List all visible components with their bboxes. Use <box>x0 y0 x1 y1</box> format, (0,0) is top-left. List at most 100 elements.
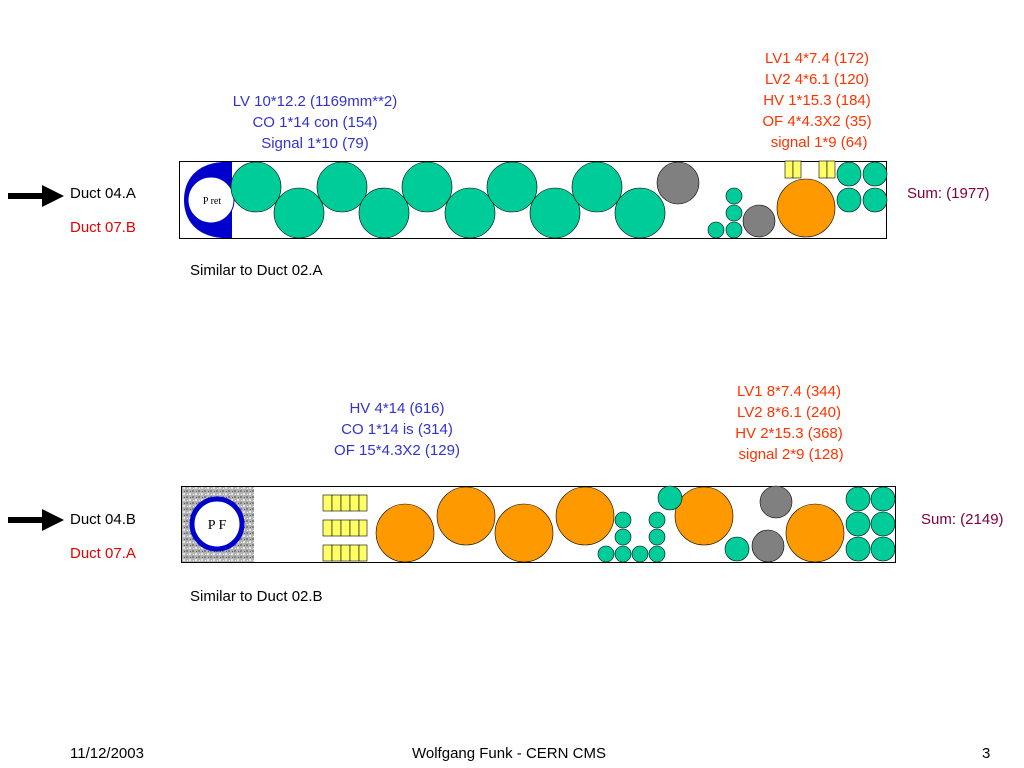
sum-label: Sum: (2149) <box>921 511 1004 528</box>
pipe-label: P ret <box>203 196 221 207</box>
arrow-icon <box>8 509 64 531</box>
spec-line: HV 4*14 (616) <box>349 400 445 417</box>
signal-cable <box>648 545 666 563</box>
signal-cable <box>614 545 632 563</box>
spec-line: LV2 4*6.1 (120) <box>765 71 869 88</box>
lv-cable <box>444 187 496 239</box>
signal-cable <box>725 204 743 222</box>
lv-small-cable <box>862 161 888 187</box>
bottom-right-spec: LV1 8*7.4 (344) LV2 8*6.1 (240) HV 2*15.… <box>704 381 874 465</box>
lv-cable <box>614 187 666 239</box>
lv-cable <box>401 161 453 213</box>
fiber <box>358 519 368 537</box>
fiber <box>340 519 351 537</box>
lv-cable <box>358 187 410 239</box>
lv-small-cables <box>845 486 896 562</box>
lv-cable <box>529 187 581 239</box>
fiber <box>792 160 802 179</box>
lv-cable <box>486 161 538 213</box>
signal-cable <box>707 221 725 239</box>
spec-line: OF 15*4.3X2 (129) <box>334 442 460 459</box>
fiber <box>340 494 351 512</box>
signal-cable-gray <box>742 204 776 238</box>
footer-page-number: 3 <box>982 745 991 762</box>
pipe-label: P F <box>208 518 227 533</box>
fiber <box>331 519 342 537</box>
signal-cable <box>614 528 632 546</box>
optical-fibers <box>322 494 368 562</box>
co-cable <box>751 529 785 563</box>
signal-cable <box>597 545 615 563</box>
fiber <box>826 160 836 179</box>
co-cable <box>656 161 700 205</box>
signal-cable <box>648 511 666 529</box>
hv-cable <box>375 503 435 563</box>
spec-line: signal 2*9 (128) <box>734 446 844 463</box>
footer-date: 11/12/2003 <box>70 745 144 762</box>
hv-cable <box>494 503 554 563</box>
note-similar: Similar to Duct 02.B <box>190 588 323 605</box>
lv-small-cables <box>836 161 888 213</box>
optical-fibers <box>784 160 836 179</box>
signal-cables <box>707 187 743 239</box>
signal-cable <box>657 485 683 511</box>
lv-small-cable <box>870 536 896 562</box>
fiber <box>784 160 794 179</box>
fiber <box>349 544 360 562</box>
fiber <box>358 494 368 512</box>
co-cables <box>751 485 793 563</box>
note-similar: Similar to Duct 02.A <box>190 262 323 279</box>
signal-cable <box>648 528 666 546</box>
lv-small-cable <box>845 511 871 537</box>
duct-label-secondary: Duct 07.B <box>70 219 136 236</box>
fiber <box>349 519 360 537</box>
spec-line: CO 1*14 is (314) <box>341 421 453 438</box>
hv-cables <box>375 486 845 563</box>
lv-small-cable <box>845 536 871 562</box>
fiber <box>322 494 333 512</box>
top-right-spec: LV1 4*7.4 (172) LV2 4*6.1 (120) HV 1*15.… <box>734 48 900 153</box>
spec-line: LV2 8*6.1 (240) <box>737 404 841 421</box>
co-cable <box>759 485 793 519</box>
top-left-spec: LV 10*12.2 (1169mm**2) CO 1*14 con (154)… <box>200 91 430 154</box>
lv-small-cable <box>862 187 888 213</box>
lv-cables <box>230 161 666 239</box>
lv-small-cable <box>870 486 896 512</box>
fiber <box>358 544 368 562</box>
spec-line: Signal 1*10 (79) <box>261 135 369 152</box>
lv-small-cable <box>836 161 862 187</box>
fiber <box>349 494 360 512</box>
signal-cable <box>724 536 750 562</box>
lv-cable <box>273 187 325 239</box>
lv-cable <box>230 161 282 213</box>
duct-cross-section-top: P ret <box>179 160 888 239</box>
hv-cable <box>785 503 845 563</box>
fiber <box>322 519 333 537</box>
hv-cable <box>555 486 615 546</box>
hv-cable <box>436 486 496 546</box>
signal-cable <box>725 187 743 205</box>
spec-line: HV 2*15.3 (368) <box>735 425 843 442</box>
return-pipe <box>187 176 235 224</box>
signal-cables <box>597 485 750 563</box>
spec-line: CO 1*14 con (154) <box>252 114 378 131</box>
duct-cross-section-bottom: P F <box>181 485 896 563</box>
fiber <box>331 494 342 512</box>
spec-line: LV1 8*7.4 (344) <box>737 383 841 400</box>
lv-cable <box>571 161 623 213</box>
fiber <box>331 544 342 562</box>
duct-label-primary: Duct 04.A <box>70 185 136 202</box>
spec-line: LV 10*12.2 (1169mm**2) <box>232 93 398 110</box>
signal-cable <box>614 511 632 529</box>
arrow-icon <box>8 185 64 207</box>
hv-cable <box>776 178 836 238</box>
signal-cable <box>725 221 743 239</box>
fiber <box>322 544 333 562</box>
signal-cable <box>631 545 649 563</box>
hv-cable <box>674 486 734 546</box>
spec-line: HV 1*15.3 (184) <box>763 92 871 109</box>
spec-line: signal 1*9 (64) <box>766 134 868 151</box>
lv-small-cable <box>845 486 871 512</box>
spec-line: OF 4*4.3X2 (35) <box>762 113 872 130</box>
lv-cable <box>316 161 368 213</box>
